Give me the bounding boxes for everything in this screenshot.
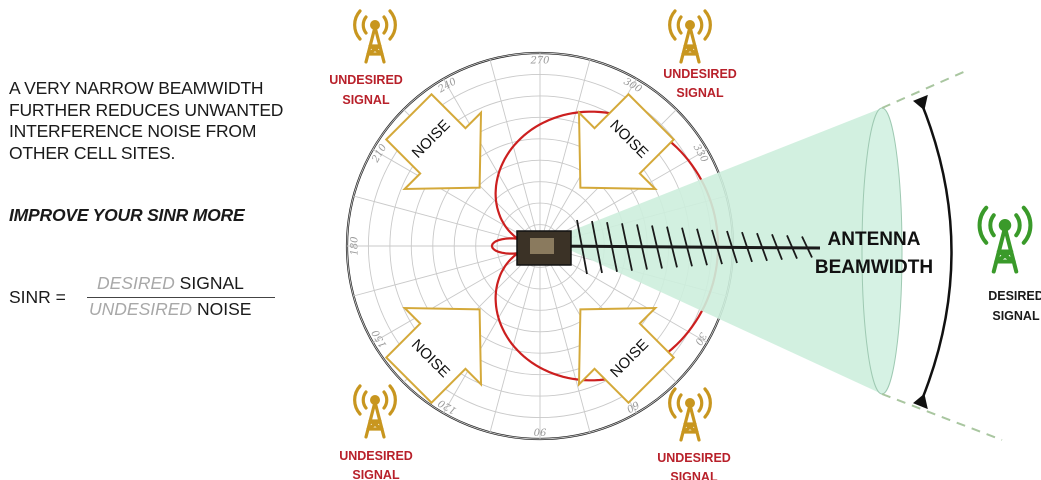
intro-line: INTERFERENCE NOISE FROM [9,121,257,141]
numerator-dark: SIGNAL [179,273,244,293]
svg-text:UNDESIRED: UNDESIRED [329,73,403,87]
beam-cone [548,69,1003,441]
intro-line: OTHER CELL SITES. [9,142,176,163]
svg-text:SIGNAL: SIGNAL [670,470,718,480]
tower-icon-undesired [353,9,397,64]
intro-line: FURTHER REDUCES UNWANTED [9,99,284,120]
noise-arrow-bottom-right: NOISE [541,270,691,420]
denominator-dark: NOISE [196,299,252,319]
svg-text:UNDESIRED: UNDESIRED [657,451,731,465]
svg-text:DESIRED: DESIRED [988,289,1041,303]
formula-denominator: UNDESIRED NOISE [89,299,251,320]
desired-label: DESIRED SIGNAL [988,289,1041,323]
svg-text:SIGNAL: SIGNAL [676,86,724,100]
svg-text:SIGNAL: SIGNAL [342,93,390,107]
undesired-label-bottom-right: UNDESIRED SIGNAL [657,451,731,480]
noise-arrow-top-left: NOISE [369,77,519,227]
beamwidth-label-line2: BEAMWIDTH [815,257,933,278]
beamwidth-label-line1: ANTENNA [828,229,921,250]
polar-angle-label: 180 [350,236,361,256]
polar-angle-label: 90 [533,426,546,437]
formula-lhs: SINR = [9,287,66,307]
polar-angle-label: 270 [529,56,550,67]
yagi-antenna [516,219,821,275]
tower-icon-desired [977,205,1033,274]
undesired-label-top-left: UNDESIRED SIGNAL [329,73,403,107]
undesired-label-top-right: UNDESIRED SIGNAL [663,67,737,100]
intro-text: A VERY NARROW BEAMWIDTH FURTHER REDUCES … [9,78,339,225]
intro-line: A VERY NARROW BEAMWIDTH [9,78,264,98]
tower-icon-undesired [668,387,712,442]
tagline: IMPROVE YOUR SINR MORE [9,205,245,225]
svg-text:UNDESIRED: UNDESIRED [339,449,413,463]
noise-arrow-bottom-left: NOISE [369,270,519,420]
formula-numerator: DESIRED SIGNAL [97,273,244,294]
tower-icon-undesired [353,384,397,439]
denominator-gray: UNDESIRED [89,299,193,319]
svg-text:SIGNAL: SIGNAL [992,309,1040,323]
beamwidth-arc [913,94,953,410]
svg-text:SIGNAL: SIGNAL [352,468,400,480]
tower-icon-undesired [668,9,712,64]
numerator-gray: DESIRED [97,273,175,293]
svg-text:UNDESIRED: UNDESIRED [663,67,737,81]
fraction-bar [87,297,275,298]
noise-arrow-top-right: NOISE [541,77,691,227]
undesired-label-bottom-left: UNDESIRED SIGNAL [339,449,413,480]
